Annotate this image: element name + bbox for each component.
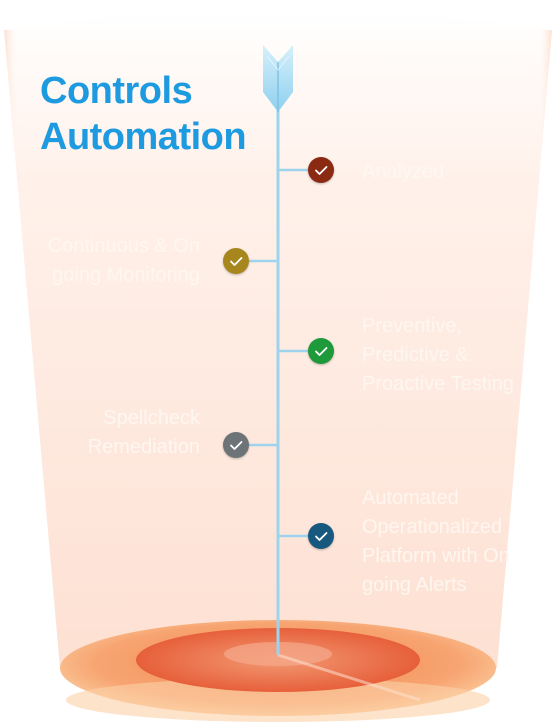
diagram-title: Controls Automation [40, 68, 247, 160]
light-beam-edge-right [447, 30, 552, 668]
milestone-3-label-line-1: Preventive, [362, 315, 463, 337]
milestone-5-label-line-4: going Alerts [362, 574, 467, 596]
title-line-1: Controls [40, 70, 193, 112]
milestone-5-label-line-1: Automated [362, 487, 459, 509]
milestone-3-label-line-2: Predictive & [362, 344, 469, 366]
milestone-1-check [308, 157, 334, 183]
milestone-2-label-line-1: Continuous & On [47, 235, 200, 257]
milestone-3-label-line-3: Proactive Testing [362, 373, 514, 395]
light-beam-edge-left [4, 30, 110, 668]
milestone-2-label: Continuous & On going Monitoring [30, 232, 200, 290]
milestone-5-check [308, 523, 334, 549]
check-icon [230, 441, 243, 450]
check-icon [315, 347, 328, 356]
check-icon [230, 257, 243, 266]
base-reflection [277, 653, 421, 702]
check-icon [315, 532, 328, 541]
milestone-5-label-line-2: Operationalized [362, 516, 503, 538]
milestone-4-label-line-1: Spellcheck [103, 407, 200, 429]
title-line-2: Automation [40, 116, 247, 158]
arrow-feather-icon [263, 45, 293, 112]
milestone-5-label-line-3: Platform with On [362, 545, 510, 567]
milestone-4-label-line-2: Remediation [87, 436, 200, 458]
milestone-3-check [308, 338, 334, 364]
milestone-1-label: Analyzed [362, 158, 542, 187]
milestone-2-label-line-2: going Monitoring [52, 264, 200, 286]
milestone-5-label: Automated Operationalized Platform with … [362, 484, 542, 600]
check-icon [315, 166, 328, 175]
milestone-3-label: Preventive, Predictive & Proactive Testi… [362, 312, 542, 399]
milestone-4-check [223, 432, 249, 458]
milestone-4-label: Spellcheck Remediation [30, 404, 200, 462]
milestone-2-check [223, 248, 249, 274]
milestone-1-label-line-2: Analyzed [362, 161, 445, 183]
